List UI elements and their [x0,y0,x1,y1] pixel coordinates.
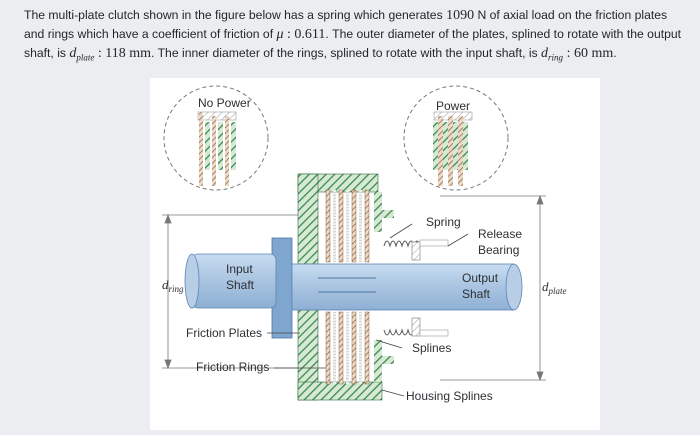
friction-stack-lower [325,311,370,385]
d-plate-label: dplate [542,279,567,296]
friction-rings-label: Friction Rings [196,360,269,374]
output-shaft-label-line2: Shaft [462,287,491,301]
input-shaft-label-line2: Shaft [226,278,255,292]
mu-value: : 0.611 [283,27,326,42]
dimension-lines [162,194,546,382]
release-bearing [411,239,449,337]
clutch-housing [297,173,394,401]
spring-label: Spring [426,215,461,229]
clutch-figure: No Power Power [150,78,600,430]
dring-symbol: d [541,46,549,61]
problem-text-1: The multi-plate clutch shown in the figu… [24,8,447,22]
output-shaft [291,263,523,311]
friction-stack-upper [325,189,370,263]
inset-power [403,85,509,191]
release-label-line2: Bearing [478,243,519,257]
power-label: Power [436,99,470,113]
problem-text-2: N of axial load on the friction plates a… [24,8,668,41]
axial-force-value: 1090 [446,8,475,23]
leader-lines [267,223,469,397]
input-shaft [184,253,277,309]
input-shaft-label-line1: Input [226,262,253,276]
housing-splines-label: Housing Splines [406,389,493,403]
problem-text-5: . [613,46,617,60]
problem-text-3: . The outer diameter of the plates, spli… [24,27,682,60]
release-label-line1: Release [478,227,522,241]
problem-statement: The multi-plate clutch shown in the figu… [24,6,684,67]
mu-symbol: μ [276,27,284,42]
splines-label: Splines [412,341,451,355]
dring-subscript: ring [548,52,564,63]
friction-plates-label: Friction Plates [186,326,262,340]
inset-no-power [163,85,269,191]
dring-value: : 60 mm [563,46,614,61]
output-shaft-label-line1: Output [462,271,499,285]
problem-text-4: . The inner diameter of the rings, splin… [151,46,542,60]
d-ring-label: dring [162,277,184,294]
dplate-symbol: d [69,46,77,61]
clutch-diagram: No Power Power [162,85,567,403]
no-power-label: No Power [198,96,251,110]
dplate-subscript: plate [76,52,95,63]
dplate-value: : 118 mm [94,46,152,61]
